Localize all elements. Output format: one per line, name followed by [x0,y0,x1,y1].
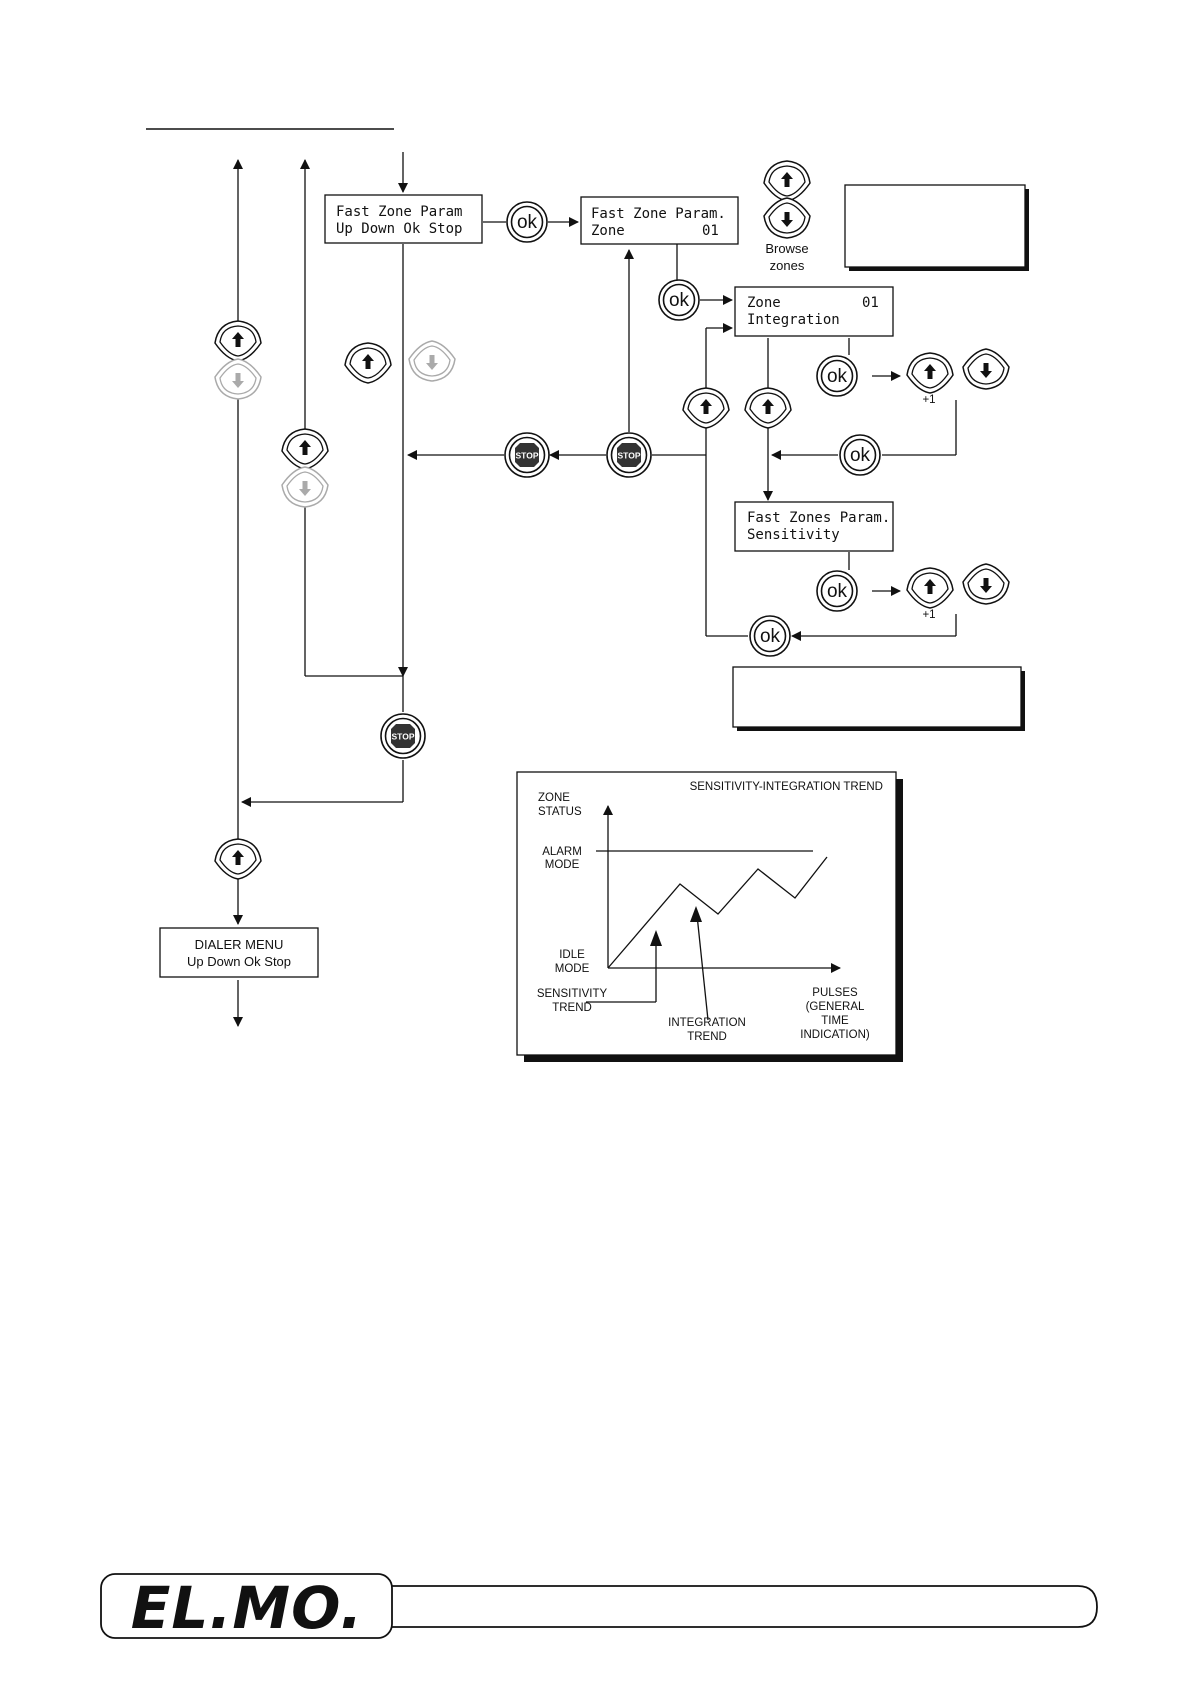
svg-text:Fast Zone Param.: Fast Zone Param. [591,206,726,222]
ok-button[interactable]: ok [506,201,548,243]
svg-text:ok: ok [760,626,781,647]
svg-text:Fast Zones Param.: Fast Zones Param. [747,510,890,526]
x-axis-label: INDICATION) [800,1029,870,1041]
flow-lines [233,152,957,1027]
arrow-up-icon[interactable] [906,567,954,609]
x-axis-label: (GENERAL [806,1001,865,1013]
arrow-up-icon[interactable] [682,387,730,429]
stop-button[interactable]: STOP [606,432,652,478]
svg-text:ok: ok [669,290,690,311]
svg-text:ok: ok [827,581,848,602]
arrow-up-icon[interactable] [214,838,262,880]
sensitivity-trend-label: SENSITIVITY [537,988,608,1000]
arrow-down-icon[interactable] [281,466,329,508]
note-box-bottom [732,666,1025,731]
stop-button[interactable]: STOP [504,432,550,478]
arrow-down-icon[interactable] [763,197,811,239]
menu-box-fast-zone-param: Fast Zone Param Up Down Ok Stop [324,194,483,244]
ok-button[interactable]: ok [749,615,791,657]
trend-line [607,856,828,969]
menu-box-fast-zones-param-sensitivity: Fast Zones Param. Sensitivity [734,501,894,552]
svg-text:ok: ok [850,445,871,466]
svg-text:STOP: STOP [618,451,641,461]
logo-frame [100,1573,393,1639]
svg-text:01: 01 [862,295,879,311]
ok-button[interactable]: ok [816,570,858,612]
note-box-top [844,184,1029,271]
ok-button[interactable]: ok [839,434,881,476]
arrow-up-icon[interactable] [281,428,329,470]
plus-one-label: +1 [922,609,935,621]
menu-box-dialer-menu: DIALER MENU Up Down Ok Stop [159,927,319,978]
elmo-logo: EL.MO. [131,1574,363,1642]
idle-mode-label: MODE [555,963,590,975]
alarm-mode-label: MODE [545,859,580,871]
svg-text:ok: ok [517,212,538,233]
svg-text:Up Down Ok Stop: Up Down Ok Stop [187,954,291,969]
y-axis-label: STATUS [538,806,582,818]
menu-box-zone-integration: Zone 01 Integration [734,286,894,337]
svg-text:ok: ok [827,366,848,387]
footer: EL.MO. [100,1573,1098,1642]
ok-button[interactable]: ok [658,279,700,321]
trend-chart: SENSITIVITY-INTEGRATION TREND ZONE STATU… [516,771,903,1062]
arrow-down-icon[interactable] [962,563,1010,605]
svg-text:Zone: Zone [591,223,625,239]
svg-text:STOP: STOP [392,732,415,742]
browse-zones-label: Browse [765,241,808,256]
x-axis-label: PULSES [812,987,858,999]
alarm-mode-label: ALARM [542,846,582,858]
arrow-down-icon[interactable] [214,358,262,400]
browse-zones-label: zones [770,258,805,273]
svg-text:STOP: STOP [516,451,539,461]
arrow-down-icon[interactable] [408,340,456,382]
y-axis-label: ZONE [538,792,570,804]
stop-button[interactable]: STOP [380,713,426,759]
svg-text:Integration: Integration [747,312,840,328]
arrow-up-icon[interactable] [344,342,392,384]
menu-box-fast-zone-param-zone: Fast Zone Param. Zone 01 [580,196,739,245]
svg-text:Sensitivity: Sensitivity [747,527,840,543]
arrow-up-icon[interactable] [214,320,262,362]
svg-text:Zone: Zone [747,295,781,311]
plus-one-label: +1 [922,394,935,406]
svg-text:Up Down Ok Stop: Up Down Ok Stop [336,221,462,237]
x-axis-label: TIME [821,1015,849,1027]
svg-text:Fast Zone Param: Fast Zone Param [336,204,462,220]
sensitivity-trend-label: TREND [552,1002,592,1014]
integration-trend-label: INTEGRATION [668,1017,746,1029]
svg-text:DIALER MENU: DIALER MENU [195,937,284,952]
idle-mode-label: IDLE [559,949,585,961]
arrow-up-icon[interactable] [763,160,811,202]
chart-title: SENSITIVITY-INTEGRATION TREND [690,781,883,793]
integration-trend-label: TREND [687,1031,727,1043]
arrow-down-icon[interactable] [962,348,1010,390]
svg-text:01: 01 [702,223,719,239]
arrow-up-icon[interactable] [906,352,954,394]
ok-button[interactable]: ok [816,355,858,397]
arrow-up-icon[interactable] [744,387,792,429]
